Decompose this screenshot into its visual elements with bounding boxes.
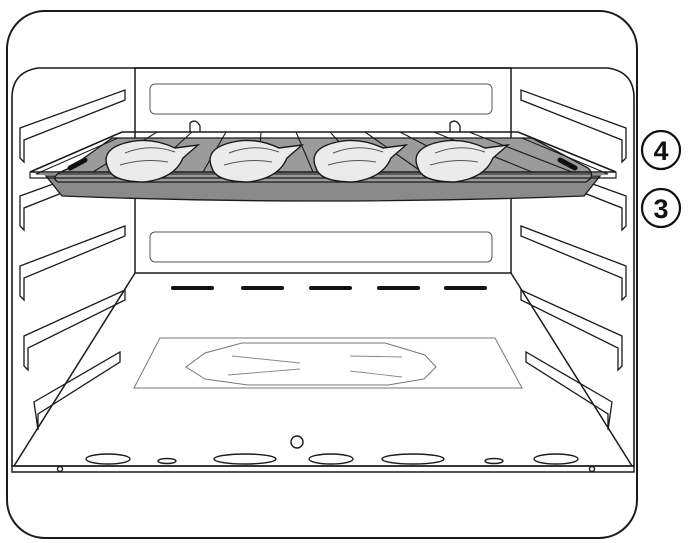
shelf-level-label-4: 4	[653, 136, 668, 166]
cavity-edge-left	[13, 272, 136, 467]
food-portion-2	[209, 139, 305, 183]
shelf-level-badge-4: 4	[640, 129, 682, 171]
cavity-edge-right	[510, 272, 633, 467]
floor-panel	[133, 337, 523, 389]
floor-heater	[185, 342, 437, 386]
shelf-level-label-3: 3	[653, 194, 668, 224]
food-portion-3	[313, 139, 409, 183]
oven-cavity	[11, 67, 635, 467]
back-wall-panel-lower	[149, 231, 493, 263]
floor-heater-lines	[227, 355, 403, 378]
oven-front-lip	[11, 435, 635, 473]
outer-frame	[6, 10, 638, 539]
rack-side-slots	[67, 157, 578, 171]
back-wall-panel-upper	[149, 83, 493, 115]
food-portion-1	[105, 139, 201, 183]
food-portion-4	[415, 139, 511, 183]
food-portions	[105, 139, 511, 183]
shelf-level-badge-3: 3	[640, 187, 682, 229]
